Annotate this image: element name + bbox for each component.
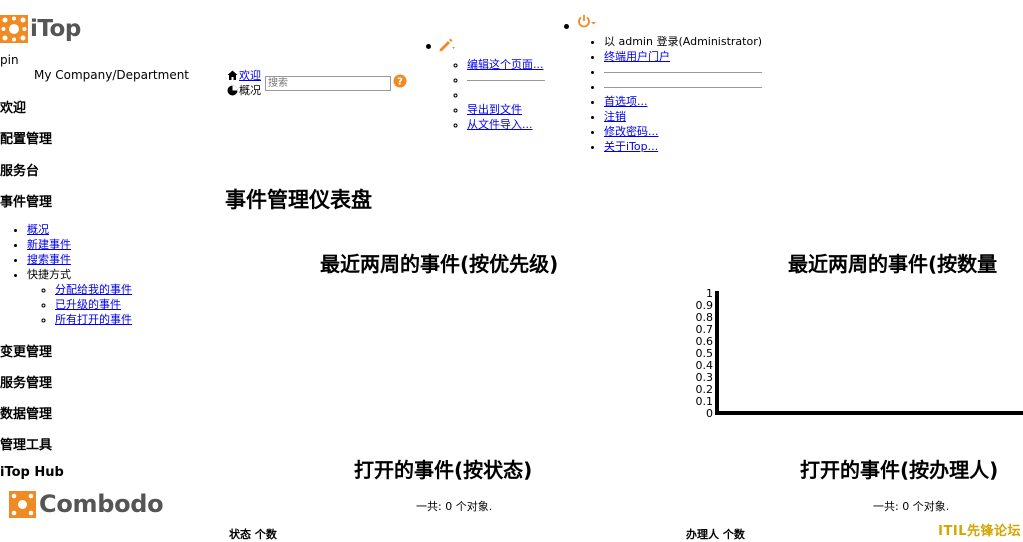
itop-logo-text: iTop: [30, 16, 81, 42]
menu-group-data[interactable]: 数据管理: [0, 407, 53, 422]
user-menu-bullet: [564, 24, 569, 29]
user-menu-item: 注销: [604, 109, 762, 124]
dashlet-title-count: 最近两周的事件(按数量: [788, 252, 998, 276]
edit-menu-list: 编辑这个页面... 导出到文件 从文件导入...: [467, 57, 545, 132]
about-link[interactable]: 关于iTop...: [604, 140, 659, 153]
incident-menu-list: 概况 新建事件 搜索事件 快捷方式 分配给我的事件 已升级的事件 所有打开的事件: [12, 222, 132, 327]
change-password-link[interactable]: 修改密码...: [604, 125, 659, 138]
import-file-link[interactable]: 从文件导入...: [467, 118, 533, 131]
edit-menu-item: [467, 87, 545, 102]
menu-group-change[interactable]: 变更管理: [0, 345, 53, 360]
edit-menu-item: 编辑这个页面...: [467, 57, 545, 72]
column-count[interactable]: 个数: [254, 528, 277, 541]
combodo-logo[interactable]: Combodo: [9, 490, 164, 518]
combodo-logo-text: Combodo: [39, 490, 164, 518]
edit-menu-item: 导出到文件: [467, 102, 545, 117]
menu-item-search-incident: 搜索事件: [27, 252, 132, 267]
top-quick-links: 欢迎 概况: [227, 68, 261, 98]
portal-link[interactable]: 终端用户门户: [604, 50, 670, 63]
edit-menu-item: 从文件导入...: [467, 117, 545, 132]
shortcut-item: 已升级的事件: [55, 297, 132, 312]
status-table-header: 状态 个数: [229, 526, 277, 542]
user-menu-item: 首选项...: [604, 94, 762, 109]
chart-svg: 10.90.80.70.60.50.40.30.20.10: [696, 287, 1023, 420]
pencil-icon[interactable]: [438, 38, 456, 52]
page-title: 事件管理仪表盘: [225, 188, 372, 212]
column-status[interactable]: 状态: [229, 528, 251, 541]
edit-menu-bullet: [426, 44, 431, 49]
y-tick-label: 0.9: [696, 299, 714, 312]
shortcut-item: 分配给我的事件: [55, 282, 132, 297]
y-tick-label: 0.3: [696, 371, 714, 384]
shortcut-link-assigned-to-me[interactable]: 分配给我的事件: [55, 283, 132, 296]
menu-separator: [467, 79, 545, 81]
watermark: ITIL先锋论坛: [938, 524, 1021, 539]
agent-total-label: 一共: 0 个对象.: [873, 500, 950, 513]
export-file-link[interactable]: 导出到文件: [467, 103, 522, 116]
edit-page-link[interactable]: 编辑这个页面...: [467, 58, 544, 71]
logoff-link[interactable]: 注销: [604, 110, 626, 123]
user-menu-item: 以 admin 登录(Administrator): [604, 34, 762, 49]
dashlet-title-agent: 打开的事件(按办理人): [800, 458, 999, 482]
search-input[interactable]: [265, 76, 391, 91]
org-name: My Company/Department: [34, 68, 190, 82]
edit-menu-item: [467, 72, 545, 87]
y-tick-label: 0.1: [696, 395, 714, 408]
home-icon: [227, 70, 238, 80]
org-prefix: pin: [0, 53, 19, 67]
home-link[interactable]: 欢迎: [239, 69, 261, 82]
help-icon[interactable]: ?: [393, 74, 407, 88]
svg-text:?: ?: [397, 77, 403, 88]
combodo-mark-icon: [9, 490, 36, 518]
shortcut-item: 所有打开的事件: [55, 312, 132, 327]
column-agent[interactable]: 办理人: [686, 528, 719, 541]
y-tick-label: 0.8: [696, 311, 714, 324]
menu-group-helpdesk[interactable]: 服务台: [0, 164, 40, 179]
preferences-link[interactable]: 首选项...: [604, 95, 648, 108]
user-menu-item: 关于iTop...: [604, 139, 762, 154]
itop-logo[interactable]: iTop: [0, 14, 81, 44]
menu-separator: [604, 86, 762, 88]
y-tick-label: 0.7: [696, 323, 714, 336]
column-count[interactable]: 个数: [722, 528, 745, 541]
y-tick-label: 0: [706, 407, 713, 420]
menu-group-welcome[interactable]: 欢迎: [0, 101, 27, 116]
user-menu-item: 终端用户门户: [604, 49, 762, 64]
y-tick-label: 0.2: [696, 383, 714, 396]
menu-link-overview[interactable]: 概况: [27, 223, 49, 236]
menu-group-tools[interactable]: 管理工具: [0, 438, 53, 453]
y-tick-label: 0.4: [696, 359, 714, 372]
shortcut-link-escalated[interactable]: 已升级的事件: [55, 298, 121, 311]
user-menu-list: 以 admin 登录(Administrator) 终端用户门户 首选项... …: [604, 34, 762, 154]
menu-item-new-incident: 新建事件: [27, 237, 132, 252]
user-menu-item: [604, 64, 762, 79]
menu-item-overview: 概况: [27, 222, 132, 237]
menu-group-hub[interactable]: iTop Hub: [0, 465, 64, 480]
logged-in-as: 以 admin 登录(Administrator): [604, 35, 763, 48]
agent-table-header: 办理人 个数: [686, 526, 745, 542]
overview-label[interactable]: 概况: [239, 84, 261, 97]
menu-link-new-incident[interactable]: 新建事件: [27, 238, 71, 251]
dashboard-pie-icon: [227, 85, 238, 96]
shortcut-list: 分配给我的事件 已升级的事件 所有打开的事件: [27, 282, 132, 327]
status-total-label: 一共: 0 个对象.: [416, 500, 493, 513]
dashlet-title-priority: 最近两周的事件(按优先级): [320, 252, 559, 276]
power-icon[interactable]: [577, 14, 597, 28]
shortcuts-label: 快捷方式: [27, 268, 71, 281]
y-tick-label: 1: [706, 287, 713, 300]
itop-logo-mark-icon: [0, 15, 28, 43]
menu-separator: [604, 71, 762, 73]
menu-group-incident[interactable]: 事件管理: [0, 195, 53, 210]
y-tick-label: 0.6: [696, 335, 714, 348]
dashlet-title-status: 打开的事件(按状态): [354, 458, 533, 482]
menu-group-service[interactable]: 服务管理: [0, 376, 53, 391]
menu-item-shortcuts: 快捷方式 分配给我的事件 已升级的事件 所有打开的事件: [27, 267, 132, 327]
shortcut-link-all-open[interactable]: 所有打开的事件: [55, 313, 132, 326]
user-menu-item: 修改密码...: [604, 124, 762, 139]
user-menu-item: [604, 79, 762, 94]
menu-group-config[interactable]: 配置管理: [0, 132, 53, 147]
y-tick-label: 0.5: [696, 347, 714, 360]
menu-link-search-incident[interactable]: 搜索事件: [27, 253, 71, 266]
